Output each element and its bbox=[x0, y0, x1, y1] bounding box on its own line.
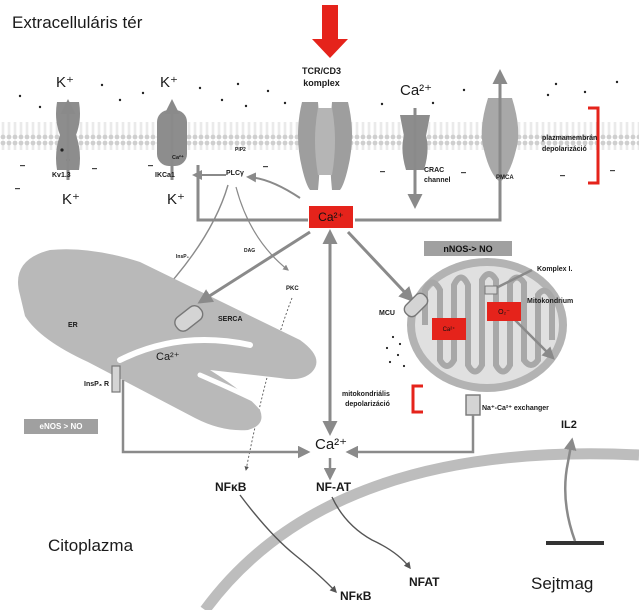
nuclear-envelope bbox=[200, 448, 639, 610]
nucleus-label: Sejtmag bbox=[531, 574, 594, 593]
insp3-label: InsP₃ bbox=[176, 254, 189, 260]
ca-hub-box: Ca²⁺ bbox=[309, 206, 353, 228]
dag-label: DAG bbox=[244, 248, 256, 254]
hub-to-plc-arrow bbox=[246, 172, 301, 199]
mcu-label: MCU bbox=[379, 310, 395, 317]
kv13-label: Kv1.3 bbox=[52, 172, 71, 179]
il2-label: IL2 bbox=[561, 419, 577, 431]
complex1-label: Komplex I. bbox=[537, 266, 573, 273]
enos-text: eNOS > NO bbox=[39, 422, 83, 431]
insp3-receptor bbox=[111, 365, 121, 393]
il2-expression-arrow bbox=[564, 437, 577, 542]
exchanger-to-cytoplasm-arrow bbox=[345, 415, 475, 459]
nnos-text: nNOS-> NO bbox=[443, 243, 493, 254]
k-ion-label-in-2: K⁺ bbox=[167, 191, 185, 208]
complex1-marker bbox=[484, 285, 498, 295]
crac-label: CRAC channel bbox=[424, 167, 451, 184]
extracellular-label: Extracelluláris tér bbox=[12, 13, 143, 32]
endoplasmic-reticulum bbox=[18, 249, 317, 431]
mitokondrium-label: Mitokondrium bbox=[527, 298, 574, 305]
mito-depolarization-label: mitokondriális depolarizáció bbox=[342, 391, 390, 409]
insp3r-label: InsP₃ R bbox=[84, 381, 110, 388]
membrane-depolarization-bracket bbox=[588, 106, 600, 185]
k-ion-label-in-1: K⁺ bbox=[62, 191, 80, 208]
enos-box: eNOS > NO bbox=[24, 419, 98, 434]
mcu-channel bbox=[403, 292, 429, 318]
nfat-translocation-arrow bbox=[331, 496, 411, 570]
ca-ion-label-er: Ca²⁺ bbox=[156, 351, 180, 363]
ca-ion-label-extracellular: Ca²⁺ bbox=[400, 82, 433, 99]
exchanger-label: Na⁺-Ca²⁺ exchanger bbox=[482, 405, 549, 412]
ion-dots bbox=[18, 80, 619, 109]
serca-label: SERCA bbox=[218, 316, 243, 323]
serca-pump bbox=[174, 305, 204, 332]
o2-release-arrow bbox=[514, 319, 555, 360]
complex1-pointer bbox=[491, 268, 533, 292]
o2-text: O₂⁻ bbox=[498, 308, 510, 316]
nfkb-nucleus-label: NFκB bbox=[340, 589, 372, 603]
nnos-box: nNOS-> NO bbox=[424, 241, 512, 256]
ca-mito-box: Ca²⁺ bbox=[432, 318, 466, 340]
pip2-label: PIP2 bbox=[235, 147, 246, 153]
er-release-arrow bbox=[121, 380, 311, 459]
k-ion-label-out-2: K⁺ bbox=[160, 74, 178, 91]
ikca1-label: IKCa1 bbox=[155, 172, 175, 179]
k-ion-label-out-1: K⁺ bbox=[56, 74, 74, 91]
pmca-label: PMCA bbox=[496, 175, 514, 181]
hub-to-serca-arrow bbox=[197, 230, 311, 304]
nfkb-cytoplasm-label: NFκB bbox=[215, 480, 247, 494]
mito-ion-dots bbox=[385, 335, 406, 368]
dag-arrow bbox=[235, 186, 289, 271]
mito-depolarization-bracket bbox=[411, 384, 423, 414]
ion-dots-intracellular bbox=[15, 165, 615, 190]
nfat-cytoplasm-label: NF-AT bbox=[316, 480, 352, 494]
na-ca-exchanger bbox=[465, 394, 481, 416]
pmca-efflux-arrow bbox=[355, 69, 508, 222]
membrane-depolarization-label: plazmamembrán depolarizáció bbox=[542, 135, 598, 153]
ca-mito-text: Ca²⁺ bbox=[442, 326, 456, 333]
cytoplasm-label: Citoplazma bbox=[48, 536, 134, 555]
plc-label: PLCγ bbox=[226, 170, 244, 177]
ca-ion-label-cytoplasm: Ca²⁺ bbox=[315, 436, 348, 453]
nfat-nucleus-label: NFAT bbox=[409, 575, 440, 589]
hub-to-ikca1-line bbox=[196, 165, 308, 222]
nfkb-translocation-arrow bbox=[239, 494, 337, 594]
tcr-label: TCR/CD3 komplex bbox=[302, 66, 342, 88]
pkc-label: PKC bbox=[286, 286, 299, 292]
stimulus-arrow bbox=[312, 5, 348, 58]
hub-to-mito-arrow bbox=[346, 230, 415, 303]
o2-box: O₂⁻ bbox=[487, 302, 521, 321]
tcr-cd3-complex bbox=[298, 102, 352, 190]
er-label: ER bbox=[68, 322, 78, 329]
ca-ikca1-label: Ca²⁺ bbox=[172, 155, 184, 161]
ca-hub-text: Ca²⁺ bbox=[318, 210, 344, 224]
mitochondrion bbox=[407, 258, 567, 392]
